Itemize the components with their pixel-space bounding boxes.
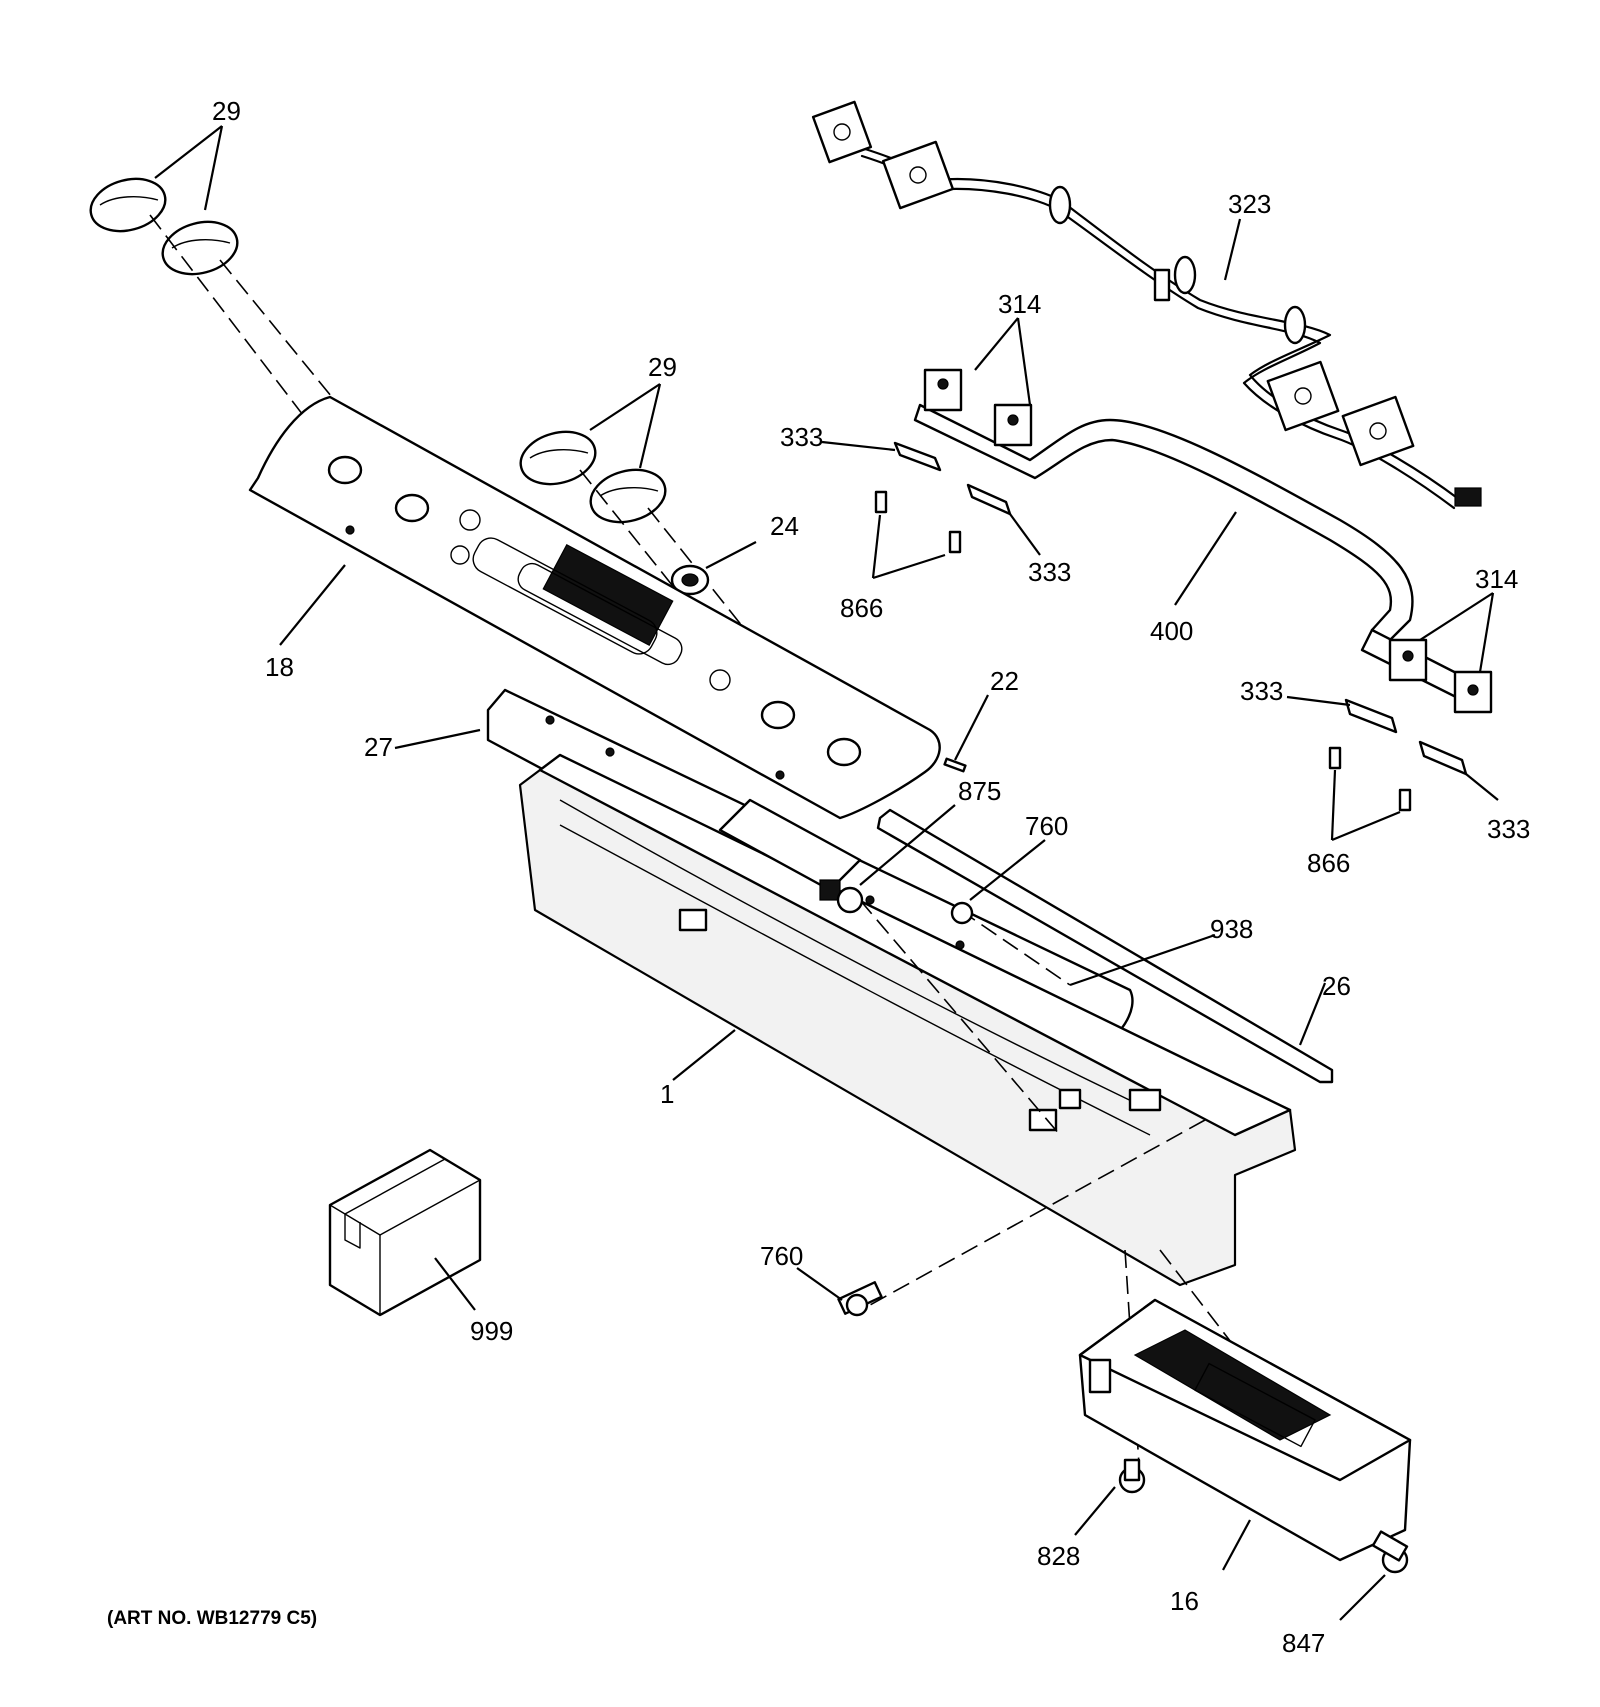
backguard-body-1 xyxy=(518,753,1297,1287)
keypad-buttons xyxy=(345,509,785,780)
callout-26: 26 xyxy=(1322,971,1351,1001)
spacer-22 xyxy=(943,757,967,773)
callout-847: 847 xyxy=(1282,1628,1325,1658)
callout-999: 999 xyxy=(470,1316,513,1346)
burner-knobs-29 xyxy=(89,177,667,524)
control-panel-overlay-18 xyxy=(248,395,941,820)
callout-400: 400 xyxy=(1150,616,1193,646)
callout-323: 323 xyxy=(1228,189,1271,219)
callout-866-left: 866 xyxy=(840,593,883,623)
callout-314-right: 314 xyxy=(1475,564,1518,594)
callout-333-d: 333 xyxy=(1487,814,1530,844)
callout-16: 16 xyxy=(1170,1586,1199,1616)
callout-29-left: 29 xyxy=(212,96,241,126)
screws-866 xyxy=(874,490,1412,812)
callout-18: 18 xyxy=(265,652,294,682)
callout-1: 1 xyxy=(660,1079,674,1109)
callout-333-c: 333 xyxy=(1240,676,1283,706)
callout-labels: 29 29 323 314 314 333 333 333 333 866 86… xyxy=(212,96,1530,1658)
callout-24: 24 xyxy=(770,511,799,541)
leader-lines xyxy=(154,125,1499,1621)
callout-760-bottom: 760 xyxy=(760,1241,803,1271)
trim-strip-26 xyxy=(876,808,1334,1084)
callout-22: 22 xyxy=(990,666,1019,696)
callout-760-top: 760 xyxy=(1025,811,1068,841)
callout-27: 27 xyxy=(364,732,393,762)
callout-875: 875 xyxy=(958,776,1001,806)
screws xyxy=(836,886,1409,1574)
callout-866-right: 866 xyxy=(1307,848,1350,878)
callout-29-center: 29 xyxy=(648,352,677,382)
callout-828: 828 xyxy=(1037,1541,1080,1571)
wire-harness-323 xyxy=(811,100,1482,510)
knob-insert-24 xyxy=(670,564,710,596)
callout-314-top: 314 xyxy=(998,289,1041,319)
gas-manifold-400 xyxy=(913,368,1493,714)
control-board-16 xyxy=(1078,1298,1412,1562)
callout-333-a: 333 xyxy=(780,422,823,452)
literature-box-999 xyxy=(328,1148,482,1317)
callout-333-b: 333 xyxy=(1028,557,1071,587)
callout-938: 938 xyxy=(1210,914,1253,944)
valve-brackets-333 xyxy=(893,441,1468,776)
art-number: (ART NO. WB12779 C5) xyxy=(107,1608,317,1629)
